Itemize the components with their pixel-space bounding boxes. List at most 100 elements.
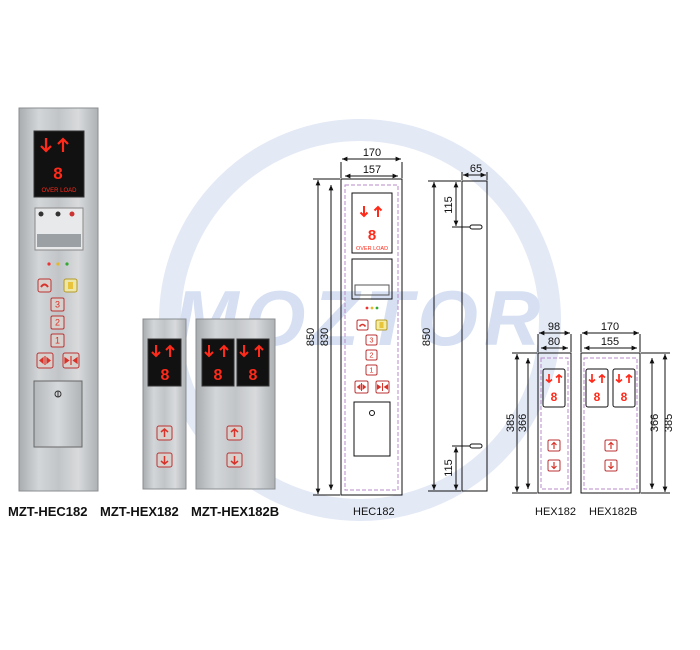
floor-number: 3 [369,335,373,344]
down-arrow-icon [359,206,369,218]
up-arrow-icon [57,137,69,152]
floor-digit: 8 [368,227,376,244]
hex182-display [147,338,182,387]
hex182-height-outer: 385 [505,414,517,432]
hall-down-button [547,459,561,472]
speaker-grille [37,234,81,247]
bell-icon [68,282,73,289]
door-open-button [354,380,369,394]
model-label-hex182b: MZT-HEX182B [191,504,280,519]
warning-icon [69,211,75,217]
floor-button-2[interactable]: 2 [50,315,65,330]
down-arrow-icon [588,374,596,384]
hec182-width-inner: 157 [363,164,381,176]
hex182b-height-outer: 385 [663,414,675,432]
status-led-yellow [56,262,60,266]
phone-icon [358,323,367,328]
hec182-height-outer: 850 [305,328,317,346]
hall-up-button[interactable] [156,425,173,441]
hall-up-button[interactable] [226,425,243,441]
hex182-width-inner: 80 [548,336,560,348]
hall-up-button [547,439,561,452]
status-led-red [47,262,51,266]
floor-digit: 8 [594,390,601,404]
down-arrow-icon [160,456,169,465]
floor-button-1[interactable]: 1 [50,333,65,348]
hex182-inner-outline [540,357,569,490]
side-height-label: 850 [421,328,433,346]
drawing-label-hex182: HEX182 [535,506,576,518]
up-arrow-icon [625,373,633,383]
hec182-grille-frame [354,284,390,296]
floor-button-3[interactable]: 3 [50,297,65,312]
hex182b-display-right [236,338,270,387]
hex182b-panel: 8 8 [195,318,276,490]
model-label-hec182: MZT-HEC182 [8,504,88,519]
hex182b-width-inner: 155 [601,336,619,348]
alarm-phone-button[interactable] [37,278,52,293]
cabinet-lock-icon[interactable] [54,390,62,398]
door-bell-button [375,319,388,331]
up-arrow-icon [165,344,175,357]
hec182-drawing-content: 8 OVER LOAD 321 [354,205,390,394]
drawing-label-hec182: HEC182 [353,506,395,518]
status-led-green [65,262,69,266]
hec182-inner-outline [344,184,399,491]
floor-button-3: 3 [365,334,378,346]
hall-down-button[interactable] [226,452,243,468]
hall-down-button[interactable] [156,452,173,468]
floor-digit: 8 [161,367,170,384]
alarm-phone-button [356,319,369,331]
door-open-button[interactable] [36,352,54,369]
up-arrow-icon [160,428,169,437]
hex182-drawing [512,330,572,494]
hec182-cabinet-frame [353,401,391,457]
down-arrow-icon [608,462,614,470]
hex182b-display-frame-left [585,368,609,408]
hex182b-display-left [201,338,235,387]
hex182b-height-inner: 366 [649,414,661,432]
hex182-width-outer: 98 [548,321,560,333]
door-close-icon [64,356,78,365]
floor-number: 3 [55,300,60,310]
down-arrow-icon [230,456,239,465]
door-close-icon [377,383,388,391]
hex182b-drawing [580,330,670,494]
door-close-button[interactable] [62,352,80,369]
up-arrow-icon [373,205,383,217]
down-arrow-icon [615,374,623,384]
hec182-outline [340,178,403,496]
status-led-green [375,306,379,310]
down-arrow-icon [551,462,557,470]
overload-indicator: OVER LOAD [356,246,388,252]
floor-button-1: 1 [365,364,378,376]
cabinet-lock-icon [369,410,375,416]
hex182b-display-frame-right [612,368,636,408]
mounting-slot [469,224,483,230]
door-open-icon [356,383,367,391]
no-smoking-icon [38,211,44,217]
model-label-hex182: MZT-HEX182 [100,504,179,519]
floor-digit: 8 [551,390,558,404]
up-arrow-icon [219,344,229,357]
hex182-display-frame [542,368,566,408]
hec182-info-frame [351,258,393,300]
side-offset-top-label: 115 [443,196,455,214]
down-arrow-icon [151,345,161,358]
door-bell-button[interactable] [63,278,78,293]
floor-number: 1 [369,365,373,374]
floor-digit: 8 [214,367,223,384]
hex182b-inner-outline [583,357,638,490]
hec182-side-view [428,172,488,492]
hec182-display-frame [351,192,393,254]
phone-icon [40,283,49,288]
fan-icon [55,211,61,217]
bell-icon [379,322,384,328]
side-offset-bottom-label: 115 [443,459,455,477]
up-arrow-icon [551,441,557,449]
floor-number: 1 [55,336,60,346]
overload-indicator: OVER LOAD [41,188,77,194]
hex182-panel: 8 [142,318,187,490]
